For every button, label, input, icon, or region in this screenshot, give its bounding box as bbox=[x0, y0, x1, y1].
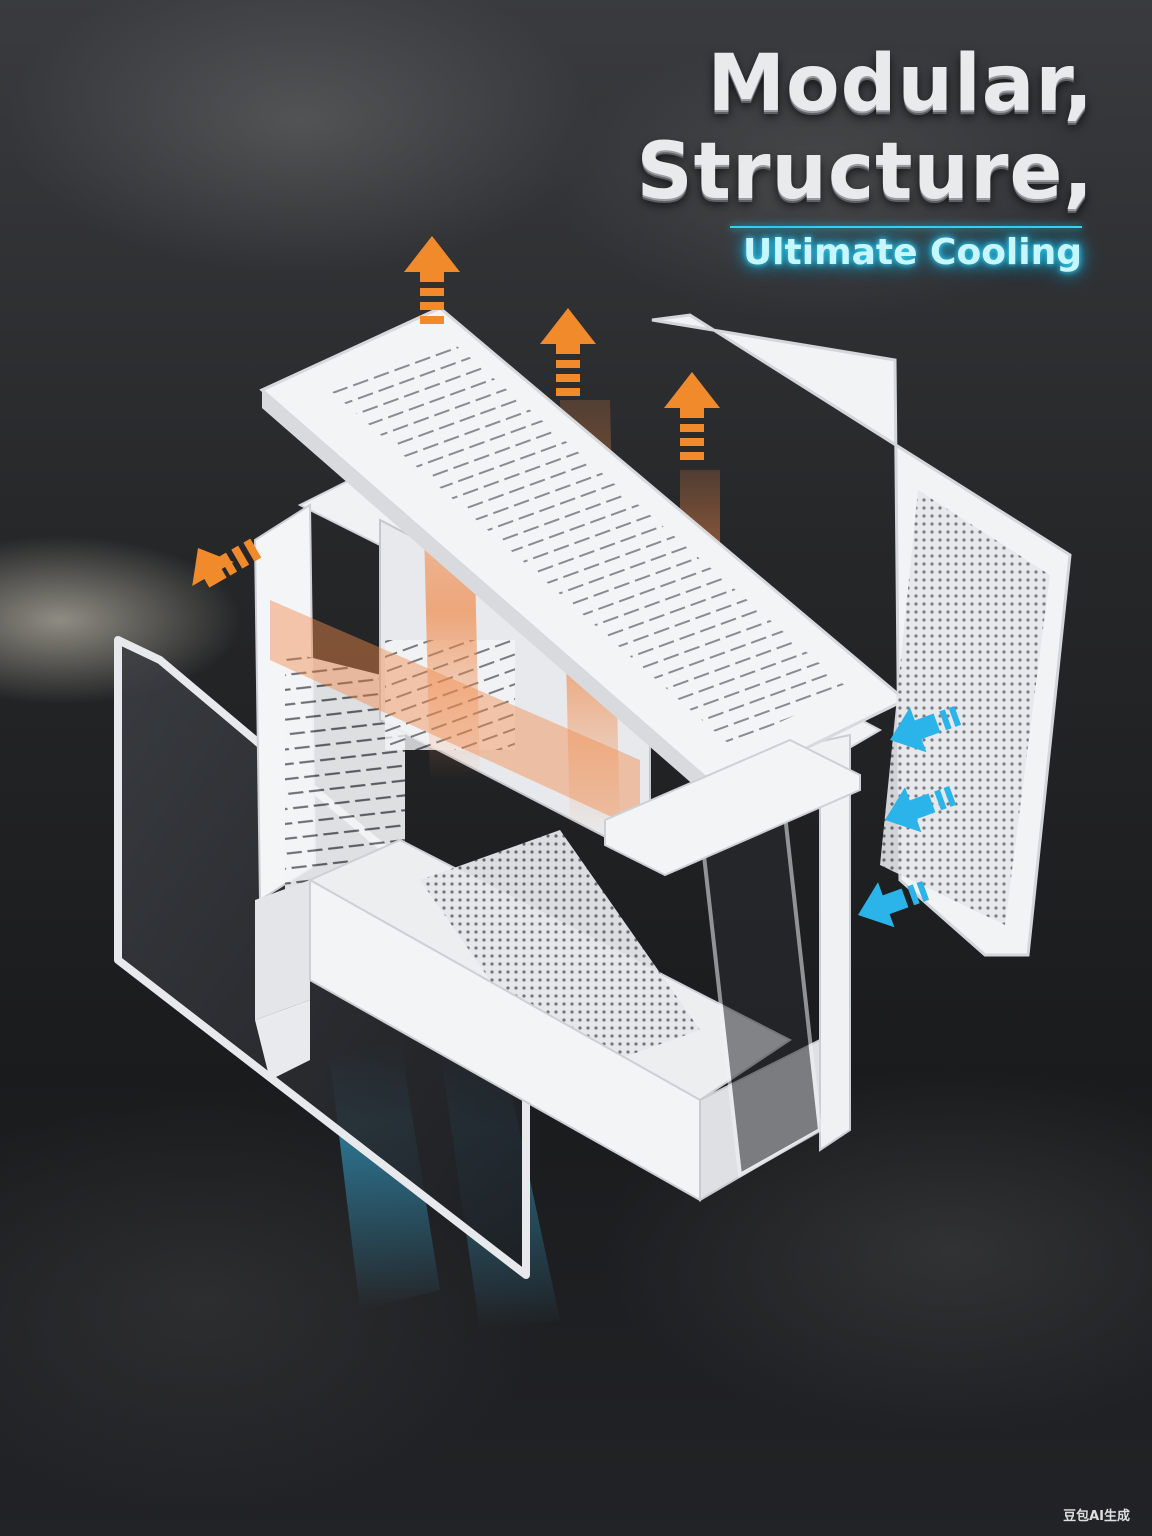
arrow-up-left-icon bbox=[192, 538, 262, 588]
arrow-up-icon bbox=[540, 308, 596, 396]
exhaust-arrow-icons bbox=[192, 236, 720, 588]
arrow-left-icon bbox=[890, 705, 962, 753]
headline-line-2: Structure, bbox=[636, 127, 1094, 217]
intake-arrow-icons bbox=[858, 705, 962, 928]
arrow-up-icon bbox=[664, 372, 720, 460]
headline: Modular, Structure, bbox=[394, 40, 1094, 216]
headline-line-1: Modular, bbox=[707, 39, 1094, 129]
glow-divider bbox=[730, 226, 1082, 228]
top-mesh-panel bbox=[259, 306, 908, 808]
arrow-up-icon bbox=[404, 236, 460, 324]
arrow-left-icon bbox=[885, 785, 957, 833]
arrow-left-icon bbox=[858, 880, 930, 928]
front-top-bracket bbox=[604, 738, 861, 877]
subheadline: Ultimate Cooling bbox=[742, 232, 1082, 273]
ai-generated-watermark: 豆包AI生成 bbox=[1063, 1509, 1130, 1524]
